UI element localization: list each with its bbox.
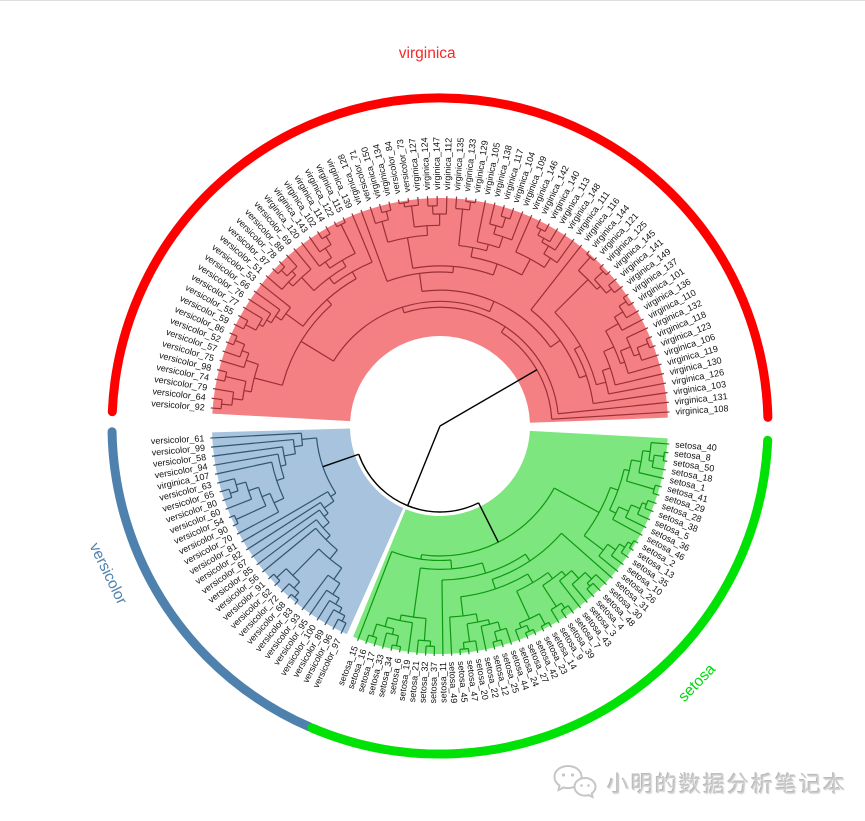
group-label-versicolor: versicolor [86, 540, 130, 607]
root-line [408, 426, 440, 506]
branch-line [460, 649, 461, 655]
branch-line [468, 648, 469, 654]
branch-line [426, 646, 427, 656]
leaf-label: virginica_147 [431, 137, 442, 190]
wechat-bubbles-icon [553, 764, 597, 802]
branch-line [663, 461, 667, 462]
branch-line [404, 203, 405, 207]
leaf-label: virginica_112 [442, 138, 454, 191]
branch-line [398, 200, 399, 204]
group-label-setosa: setosa [675, 660, 719, 705]
watermark: 小明的数据分析笔记本 [553, 764, 847, 802]
branch-line [446, 196, 447, 214]
leaf-label: setosa_11 [438, 662, 449, 703]
branch-line [463, 642, 464, 649]
branch-line [475, 199, 476, 203]
branch-line [418, 197, 419, 205]
root-line [440, 370, 537, 426]
branch-line [408, 198, 409, 202]
branch-line [421, 555, 422, 559]
branch-line [427, 196, 428, 206]
branch-line [211, 408, 221, 409]
branch-line [427, 226, 428, 236]
branch-line [453, 266, 454, 272]
watermark-text: 小明的数据分析笔记本 [607, 767, 847, 799]
branch-line [451, 560, 452, 569]
group-label-virginica: virginica [399, 45, 456, 62]
branch-line [649, 461, 653, 462]
